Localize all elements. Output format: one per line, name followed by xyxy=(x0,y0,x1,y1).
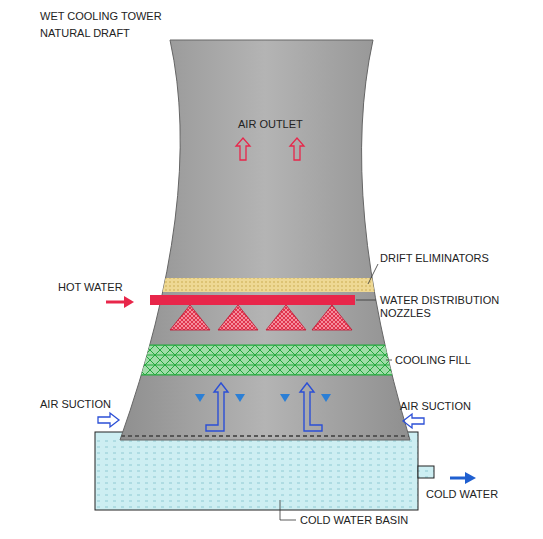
nozzles-label: WATER DISTRIBUTION NOZZLES xyxy=(380,294,520,320)
basin-label: COLD WATER BASIN xyxy=(300,514,440,527)
cooling-fill-label: COOLING FILL xyxy=(395,354,495,367)
hot-water-label: HOT WATER xyxy=(58,281,148,294)
drift-eliminators-label: DRIFT ELIMINATORS xyxy=(380,252,520,265)
cold-water-label: COLD WATER xyxy=(426,488,516,501)
air-suction-label: AIR SUCTION xyxy=(400,400,490,413)
air-suction-label: AIR SUCTION xyxy=(40,398,130,411)
air-outlet-label: AIR OUTLET xyxy=(238,118,318,131)
diagram-title: WET COOLING TOWER NATURAL DRAFT xyxy=(40,8,168,42)
